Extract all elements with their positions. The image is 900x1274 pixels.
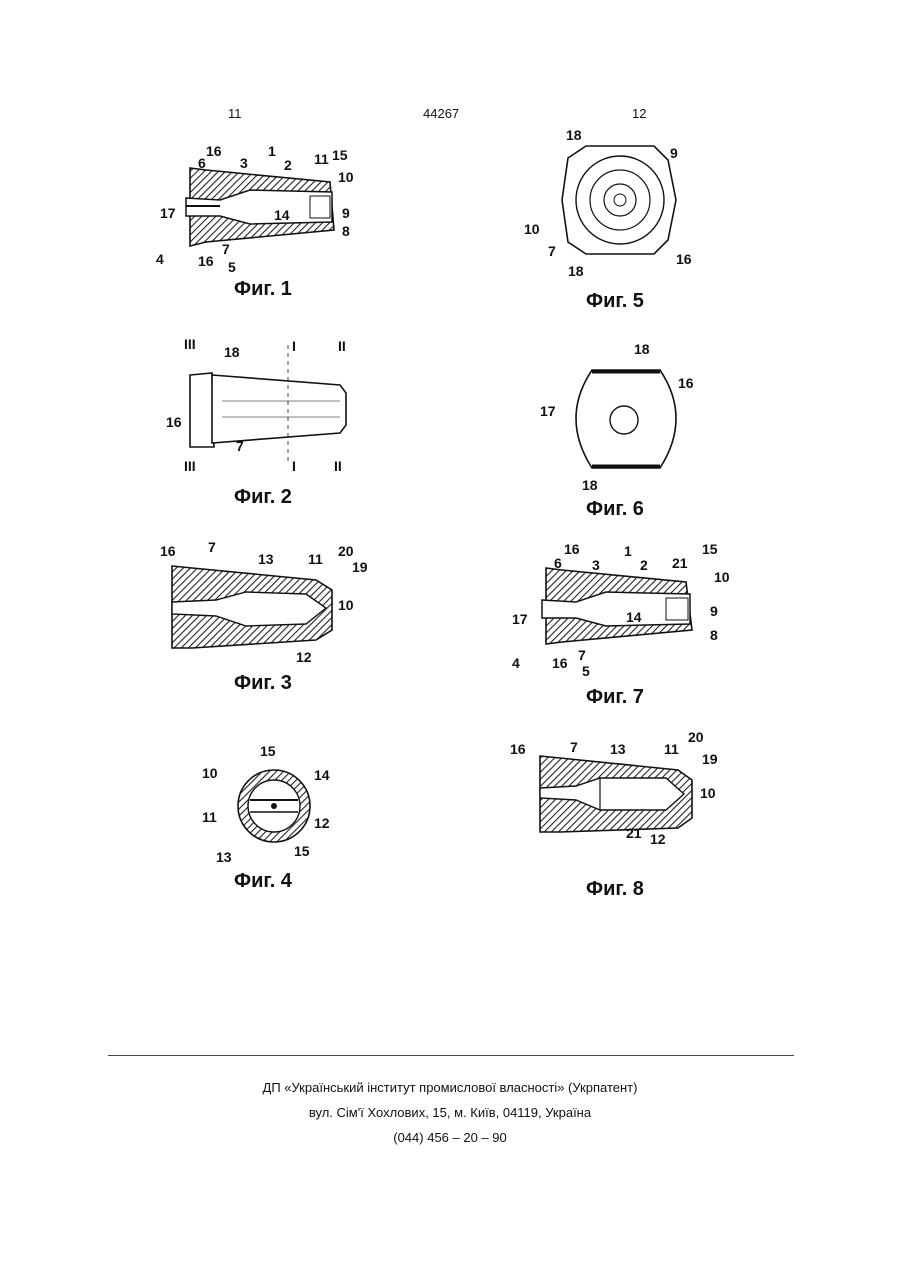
fig7-label: 6	[554, 555, 562, 571]
fig6-label: 18	[582, 477, 598, 493]
fig7-label: 3	[592, 557, 600, 573]
fig6-label: 18	[634, 341, 650, 357]
figure-7-caption: Фиг. 7	[586, 686, 644, 709]
fig2-label: III	[184, 336, 196, 352]
fig3-label: 11	[308, 551, 323, 567]
fig1-label: 2	[284, 157, 292, 173]
figure-3-caption: Фиг. 3	[234, 672, 292, 695]
fig1-label: 15	[332, 147, 348, 163]
fig8-label: 16	[510, 741, 526, 757]
fig7-label: 4	[512, 655, 520, 671]
figure-4-drawing: 15 10 14 11 12 13 15	[196, 738, 356, 866]
figure-5-drawing: 18 9 10 7 18 16	[520, 120, 720, 280]
fig4-label: 15	[294, 843, 310, 859]
figure-4-caption: Фиг. 4	[234, 870, 292, 893]
fig3-label: 20	[338, 543, 354, 559]
figure-2-caption: Фиг. 2	[234, 486, 292, 509]
fig7-label: 7	[578, 647, 586, 663]
page-number-left: 11	[228, 106, 242, 121]
fig1-label: 16	[198, 253, 214, 269]
fig2-label: II	[334, 458, 342, 474]
fig1-label: 17	[160, 205, 176, 221]
fig2-label: 18	[224, 344, 240, 360]
fig7-label: 21	[672, 555, 688, 571]
fig7-label: 17	[512, 611, 528, 627]
fig3-label: 12	[296, 649, 312, 665]
fig3-label: 19	[352, 559, 368, 575]
figure-8-caption: Фиг. 8	[586, 878, 644, 901]
figure-3-drawing: 16 7 13 11 20 19 10 12	[156, 538, 376, 668]
figure-1-caption: Фиг. 1	[234, 278, 292, 301]
fig8-label: 20	[688, 729, 704, 745]
fig2-label: III	[184, 458, 196, 474]
fig1-label: 8	[342, 223, 350, 239]
fig8-label: 12	[650, 831, 666, 847]
fig3-label: 10	[338, 597, 354, 613]
fig3-label: 7	[208, 539, 216, 555]
fig1-label: 16	[206, 143, 222, 159]
fig6-label: 17	[540, 403, 556, 419]
fig5-label: 18	[566, 127, 582, 143]
fig3-label: 13	[258, 551, 274, 567]
fig5-label: 18	[568, 263, 584, 279]
fig4-label: 11	[202, 809, 217, 825]
fig1-label: 14	[274, 207, 290, 223]
fig7-label: 15	[702, 541, 718, 557]
fig4-label: 13	[216, 849, 232, 865]
fig2-label: I	[292, 458, 296, 474]
fig6-label: 16	[678, 375, 694, 391]
figure-7-drawing: 16 6 3 1 2 21 15 10 9 8 14 17 7 4 16 5	[506, 538, 746, 678]
fig8-label: 13	[610, 741, 626, 757]
figure-6-drawing: 18 16 17 18	[530, 338, 720, 498]
figure-5-caption: Фиг. 5	[586, 290, 644, 313]
fig2-label: I	[292, 338, 296, 354]
fig8-label: 11	[664, 741, 679, 757]
fig3-label: 16	[160, 543, 176, 559]
figure-6-caption: Фиг. 6	[586, 498, 644, 521]
footer-line-address: вул. Сім'ї Хохлових, 15, м. Київ, 04119,…	[0, 1105, 900, 1120]
fig5-label: 10	[524, 221, 540, 237]
footer-line-phone: (044) 456 – 20 – 90	[0, 1130, 900, 1145]
fig7-label: 16	[564, 541, 580, 557]
fig2-label: II	[338, 338, 346, 354]
fig4-label: 12	[314, 815, 330, 831]
fig7-label: 2	[640, 557, 648, 573]
fig7-label: 5	[582, 663, 590, 679]
fig7-label: 9	[710, 603, 718, 619]
fig7-label: 1	[624, 543, 632, 559]
fig7-label: 8	[710, 627, 718, 643]
page-number-right: 12	[632, 106, 646, 121]
fig1-label: 4	[156, 251, 164, 267]
fig1-label: 10	[338, 169, 354, 185]
fig1-label: 1	[268, 143, 276, 159]
fig5-label: 16	[676, 251, 692, 267]
fig8-label: 10	[700, 785, 716, 801]
fig4-label: 15	[260, 743, 276, 759]
fig4-label: 10	[202, 765, 218, 781]
fig7-label: 16	[552, 655, 568, 671]
fig1-label: 3	[240, 155, 248, 171]
fig1-label: 11	[314, 151, 329, 167]
fig8-label: 21	[626, 825, 642, 841]
fig5-label: 7	[548, 243, 556, 259]
fig8-label: 7	[570, 739, 578, 755]
fig8-label: 19	[702, 751, 718, 767]
fig1-label: 6	[198, 155, 206, 171]
patent-number: 44267	[423, 106, 459, 121]
figure-8-drawing: 16 7 13 11 20 19 10 21 12	[506, 728, 736, 852]
fig2-label: 16	[166, 414, 182, 430]
footer-divider	[108, 1055, 794, 1056]
fig5-label: 9	[670, 145, 678, 161]
figure-2-drawing: III 18 I II 16 7 III I II	[162, 335, 372, 485]
footer-line-organization: ДП «Український інститут промислової вла…	[0, 1080, 900, 1095]
fig7-label: 10	[714, 569, 730, 585]
fig1-label: 9	[342, 205, 350, 221]
fig1-label: 7	[222, 241, 230, 257]
figure-1-drawing: 16 6 3 1 2 11 15 10 9 8 14 17 7 4 16 5	[150, 140, 380, 280]
fig1-label: 5	[228, 259, 236, 275]
fig7-label: 14	[626, 609, 642, 625]
fig2-label: 7	[236, 438, 244, 454]
fig4-label: 14	[314, 767, 330, 783]
